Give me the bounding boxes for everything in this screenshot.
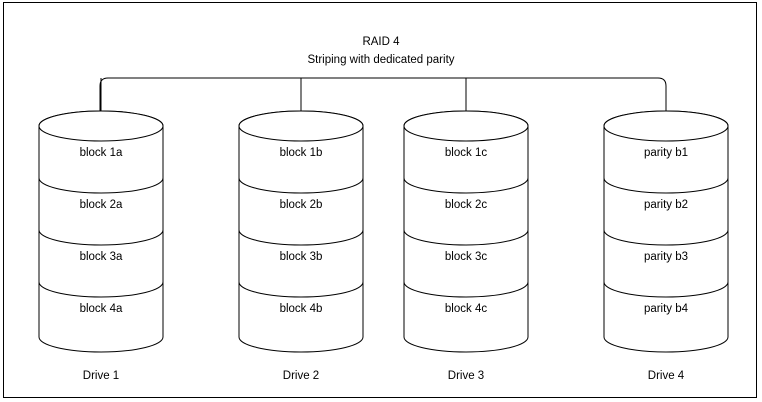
- cylinder-separator-1: [238, 177, 364, 194]
- block-label: parity b1: [644, 147, 688, 159]
- block-label: parity b2: [644, 199, 688, 211]
- block-label: block 2a: [80, 199, 123, 211]
- block-label: block 2c: [445, 199, 487, 211]
- cylinder-top-ellipse: [603, 110, 729, 142]
- block-label: block 4b: [280, 303, 323, 315]
- block-label: block 1b: [280, 147, 323, 159]
- block-label: block 2b: [280, 199, 323, 211]
- controller-bracket: [99, 77, 667, 133]
- cylinder-separator-2: [603, 229, 729, 246]
- cylinder-top-ellipse: [238, 110, 364, 142]
- drive-cylinder-1[interactable]: block 1a block 2a block 3a block 4a: [38, 110, 164, 353]
- bracket-outline: [99, 77, 667, 133]
- block-label: block 4c: [445, 303, 487, 315]
- block-label: block 4a: [80, 303, 123, 315]
- cylinder-separator-2: [238, 229, 364, 246]
- cylinder-separator-2: [38, 229, 164, 246]
- block-label: block 3c: [445, 251, 487, 263]
- cylinder-separator-3: [238, 281, 364, 298]
- diagram-subtitle: Striping with dedicated parity: [307, 54, 454, 66]
- cylinder-separator-3: [603, 281, 729, 298]
- cylinder-separator-1: [603, 177, 729, 194]
- diagram-title-group: RAID 4 Striping with dedicated parity: [307, 36, 454, 66]
- block-label: parity b3: [644, 251, 688, 263]
- cylinder-top-ellipse: [403, 110, 529, 142]
- block-label: block 1a: [80, 147, 123, 159]
- drive-label-1: Drive 1: [83, 370, 119, 382]
- drive-label-3: Drive 3: [448, 370, 484, 382]
- cylinder-separator-2: [403, 229, 529, 246]
- diagram-title: RAID 4: [362, 36, 400, 48]
- cylinder-separator-1: [38, 177, 164, 194]
- drive-label-4: Drive 4: [648, 370, 685, 382]
- block-label: block 1c: [445, 147, 487, 159]
- drive-cylinder-2[interactable]: block 1b block 2b block 3b block 4b: [238, 110, 364, 353]
- diagram-frame-border: [3, 2, 757, 398]
- cylinder-top-ellipse: [38, 110, 164, 142]
- block-label: parity b4: [644, 303, 689, 315]
- drive-cylinder-3[interactable]: block 1c block 2c block 3c block 4c: [403, 110, 529, 353]
- cylinder-separator-1: [403, 177, 529, 194]
- drive-cylinder-4[interactable]: parity b1 parity b2 parity b3 parity b4: [603, 110, 729, 353]
- block-label: block 3b: [280, 251, 323, 263]
- cylinder-separator-3: [38, 281, 164, 298]
- cylinder-separator-3: [403, 281, 529, 298]
- drive-stack-group: block 1a block 2a block 3a block 4a Drive 1 b…: [38, 110, 729, 382]
- drive-label-2: Drive 2: [283, 370, 319, 382]
- block-label: block 3a: [80, 251, 123, 263]
